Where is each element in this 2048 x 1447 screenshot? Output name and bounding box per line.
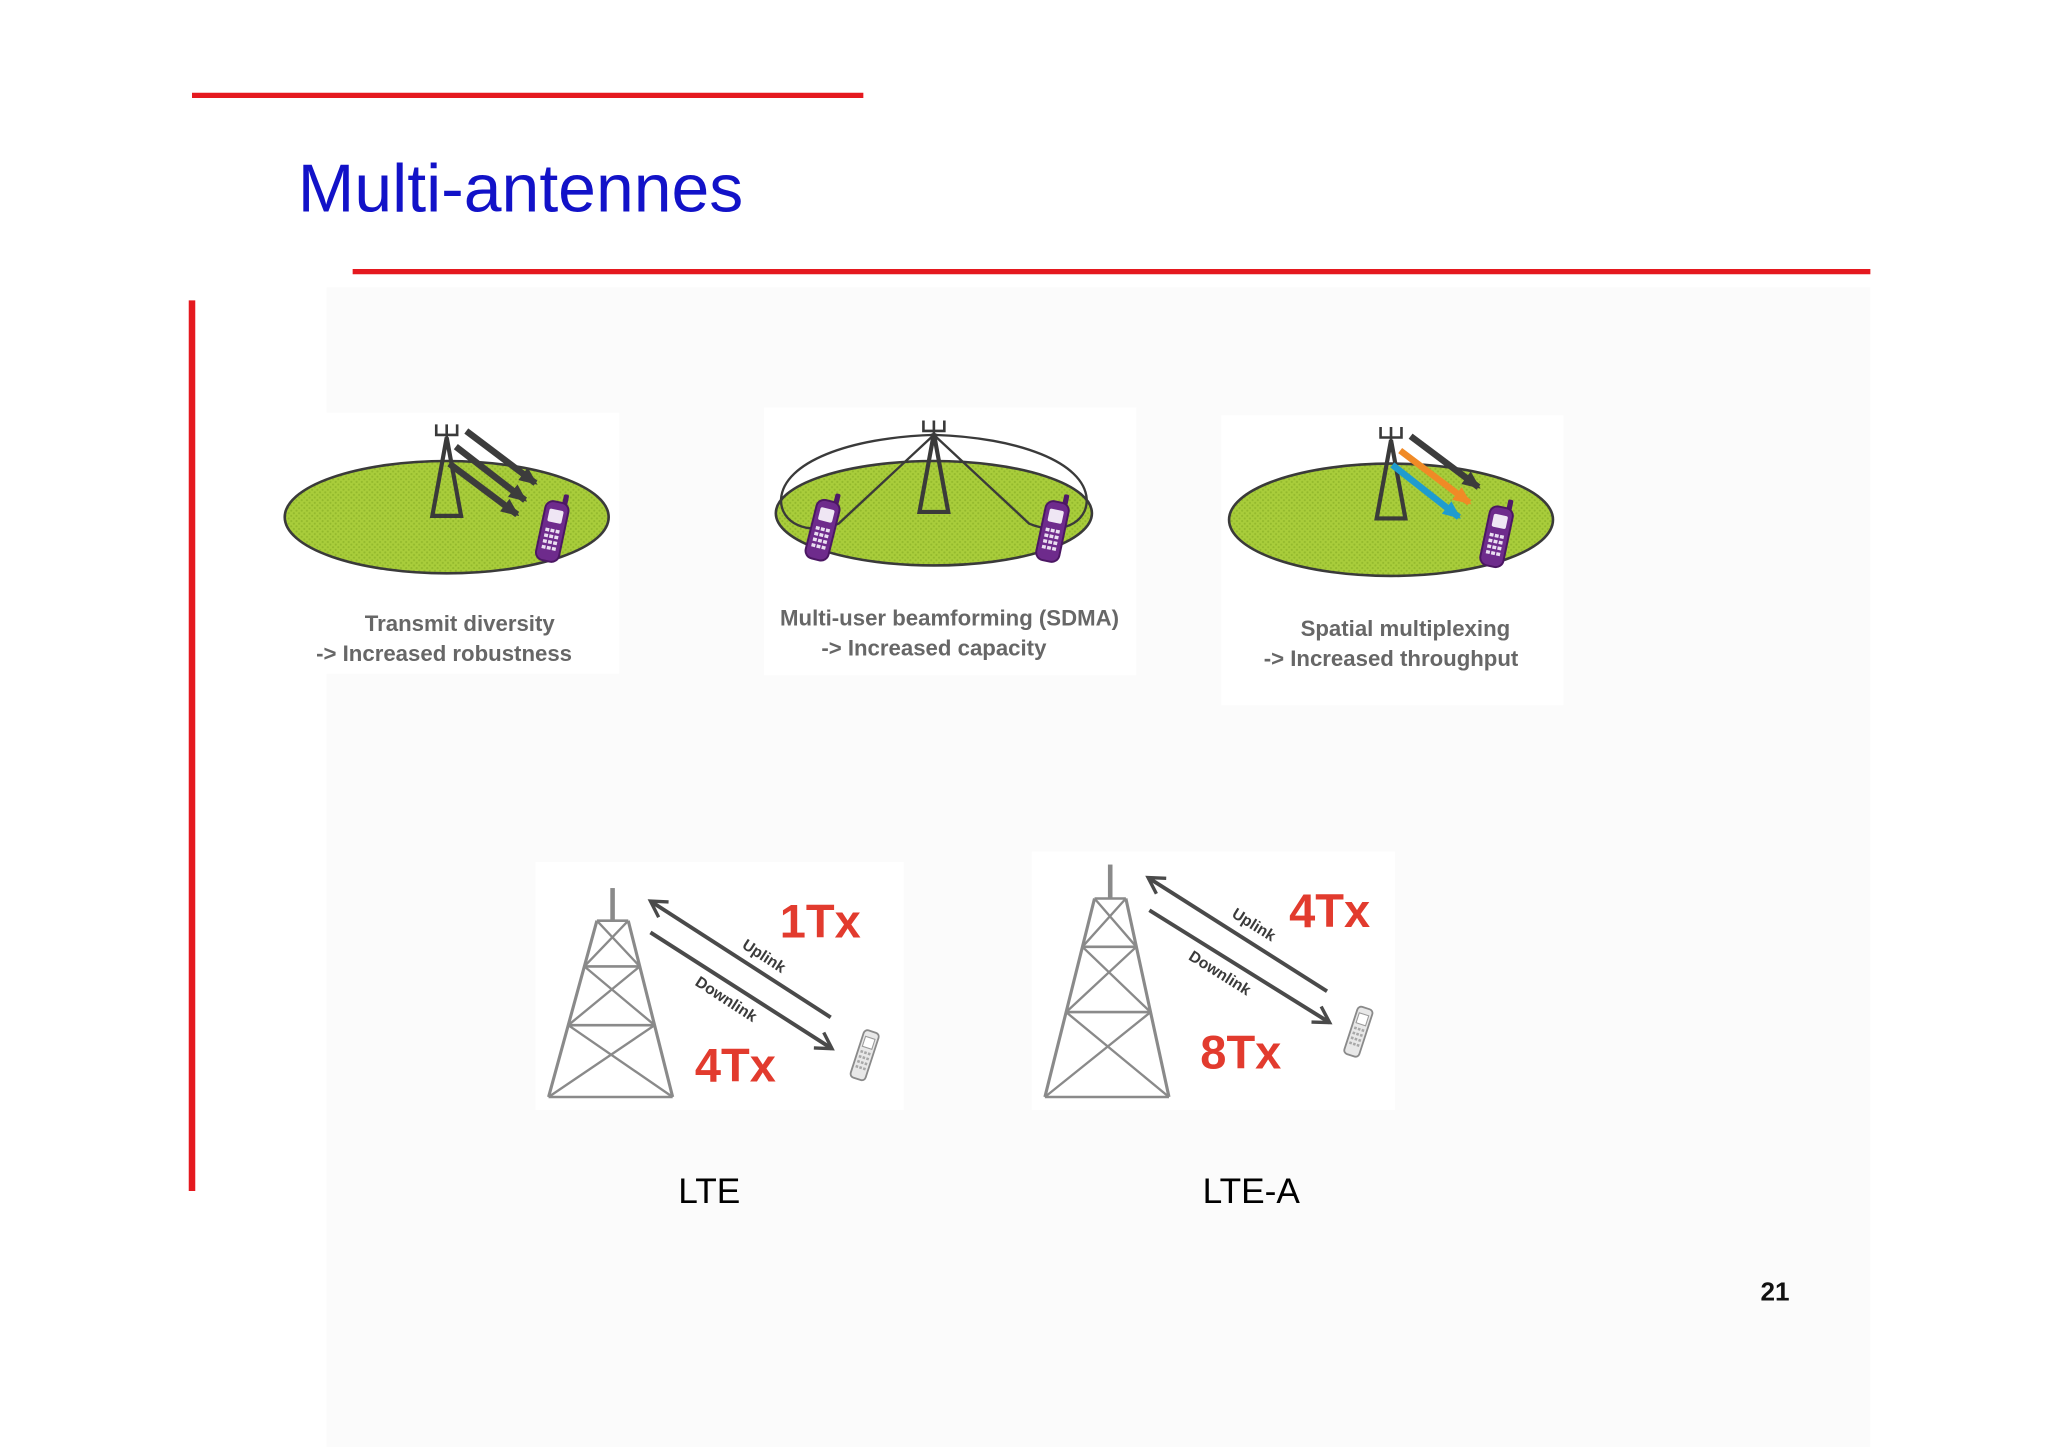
uplink-tx-count: 4Tx [1289,884,1370,937]
scheme-transmit-diversity: Transmit diversity -> Increased robustne… [283,424,610,666]
downlink-arrow [649,930,835,1051]
signal-arrow [464,428,538,486]
scheme-caption: Spatial multiplexing [1301,616,1511,641]
data-stream-arrow [1398,447,1472,506]
tower-bracing [547,919,674,1098]
scheme-spatial-multiplexing: Spatial multiplexing -> Increased throug… [1227,427,1555,671]
scheme-caption: Transmit diversity [365,611,556,636]
scheme-caption: Multi-user beamforming (SDMA) [780,606,1119,631]
uplink-arrow [647,899,832,1019]
downlink-arrow [1148,908,1333,1025]
scheme-benefit: -> Increased robustness [316,641,572,666]
tower-legs [547,920,675,1098]
tower-bracing [1044,897,1170,1098]
technology-label: LTE-A [1203,1172,1301,1211]
figure-background [535,861,904,1111]
tower-crossbars [548,919,673,1099]
data-stream-arrow [1408,433,1481,490]
page-number: 21 [1760,1277,1789,1307]
uplink-arrow [1145,875,1329,993]
scheme-benefit: -> Increased capacity [821,636,1047,661]
figure-background [1031,851,1395,1111]
slide-title: Multi-antennes [298,152,743,227]
uplink-tx-count: 1Tx [780,895,861,948]
signal-arrow [453,444,528,503]
downlink-tx-count: 8Tx [1200,1025,1281,1078]
tower-crossbars [1044,897,1169,1099]
scheme-benefit: -> Increased throughput [1264,646,1519,671]
tower-legs [1043,898,1171,1098]
signal-arrow [447,461,520,518]
lattice-tower-icon [1043,864,1171,1099]
lattice-tower-icon [547,888,675,1099]
technology-label: LTE [678,1172,740,1211]
scheme-beamforming: Multi-user beamforming (SDMA) -> Increas… [774,421,1119,661]
data-stream-arrow [1390,462,1461,520]
downlink-tx-count: 4Tx [695,1038,776,1091]
